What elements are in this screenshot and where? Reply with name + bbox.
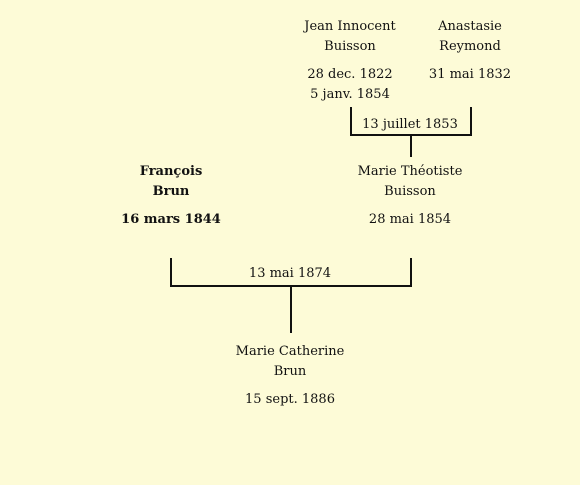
grandmother-birth-date: 31 mai 1832 [428,67,512,82]
mother-last-name: Buisson [384,184,436,199]
child-birth-date: 15 sept. 1886 [245,392,335,407]
grandmother-first-name: Anastasie [438,19,502,34]
mother-birth-date: 28 mai 1854 [368,212,452,227]
parents-marriage-date: 13 mai 1874 [248,266,332,281]
mother-first-name: Marie Théotiste [357,164,463,179]
grandparents-marriage-date: 13 juillet 1853 [362,117,458,132]
father-birth-date: 16 mars 1844 [121,212,221,227]
grandfather-last-name: Buisson [324,39,376,54]
grandfather-first-name: Jean Innocent [304,19,396,34]
child-last-name: Brun [273,364,307,379]
grandfather-birth-date: 28 dec. 1822 [307,67,393,82]
father-first-name: François [139,164,203,179]
grandmother-last-name: Reymond [439,39,501,54]
child-first-name: Marie Catherine [235,344,345,359]
grandfather-death-date: 5 janv. 1854 [310,87,390,102]
father-last-name: Brun [152,184,190,199]
